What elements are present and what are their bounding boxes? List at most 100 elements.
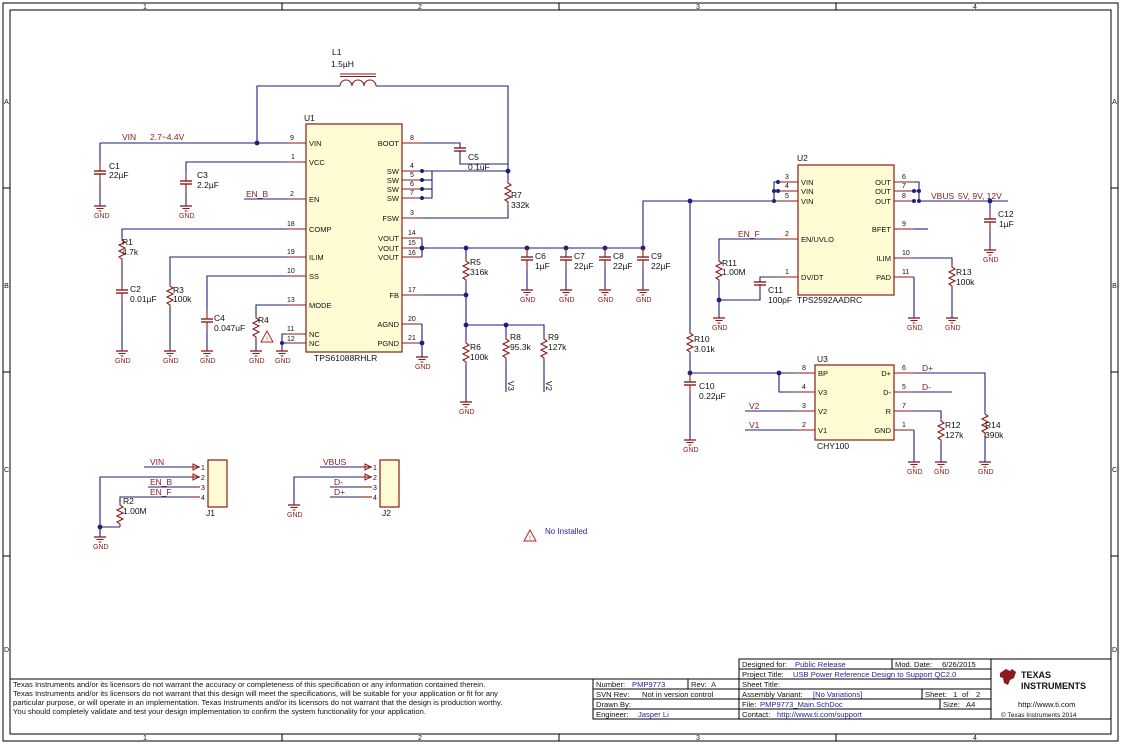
svg-text:R11: R11 — [722, 258, 737, 268]
vin-label: VIN — [122, 132, 136, 142]
svg-text:GND: GND — [200, 358, 216, 365]
svg-text:22µF: 22µF — [613, 261, 633, 271]
capacitor-c5[interactable]: C5 0.1uF — [422, 142, 508, 172]
ic-u3[interactable]: U3 CHY100 8BP 4V3 3V2 2V1 6D+ 5D- 7R 1GN… — [795, 354, 914, 451]
svg-text:J2: J2 — [382, 508, 391, 518]
svg-text:C9: C9 — [651, 251, 662, 261]
svg-text:Assembly Variant:: Assembly Variant: — [742, 690, 803, 699]
r2-ref: R2 — [123, 496, 134, 506]
svg-text:3.01k: 3.01k — [694, 344, 716, 354]
resistor-r3[interactable]: GND R3 100k — [163, 256, 286, 365]
column-label: 3 — [696, 4, 700, 11]
svg-text:V1: V1 — [749, 420, 760, 430]
svg-text:14: 14 — [408, 230, 416, 237]
comp-network[interactable]: GND R1 4.7k C2 0.01µF — [115, 228, 286, 365]
resistor-r12[interactable]: GND R12 127k — [914, 410, 964, 476]
capacitor-c4[interactable]: GND C4 0.047uF — [200, 275, 286, 365]
svg-text:0.1uF: 0.1uF — [468, 162, 490, 172]
svg-text:4: 4 — [201, 495, 205, 502]
row-label: B — [1112, 283, 1117, 290]
resistor-r13[interactable]: GND R13 100k — [914, 257, 975, 332]
svg-text:100k: 100k — [470, 352, 489, 362]
capacitor-c3[interactable]: GND C3 2.2µF — [179, 161, 286, 220]
resistor-r5[interactable]: R5 316k — [462, 248, 489, 295]
resistor-r6[interactable]: GND R6 100k — [459, 339, 489, 416]
en-uvlo-net[interactable]: EN_F GND R11 1.00M — [712, 229, 778, 332]
svg-text:Texas Instruments and/or its l: Texas Instruments and/or its licensors d… — [13, 689, 498, 698]
resistor-r8[interactable]: R8 95.3k V3 — [502, 332, 532, 392]
inductor-l1[interactable]: L1 1.5µH — [331, 47, 377, 87]
svg-text:22µF: 22µF — [651, 261, 671, 271]
capacitor-c10[interactable]: GND C10 0.22µF — [683, 372, 726, 454]
not-installed-legend: No Installed — [523, 527, 587, 543]
svg-text:R7: R7 — [511, 190, 522, 200]
not-installed-label: No Installed — [545, 527, 587, 536]
svg-text:Texas Instruments and/or its l: Texas Instruments and/or its licensors d… — [13, 680, 485, 689]
svg-text:FB: FB — [389, 291, 399, 300]
svg-text:D+: D+ — [922, 363, 933, 373]
svg-text:1: 1 — [902, 422, 906, 429]
resistor-r14[interactable]: GND R14 390k — [978, 410, 1004, 476]
svg-text:R9: R9 — [548, 332, 559, 342]
svg-text:C12: C12 — [998, 209, 1014, 219]
svg-text:VIN: VIN — [801, 187, 814, 196]
ti-logo: TEXAS INSTRUMENTS — [1000, 669, 1086, 691]
u3-v2-v1-nets: V2 V1 — [745, 401, 795, 431]
svg-text:VIN: VIN — [801, 178, 814, 187]
resistor-r10[interactable]: R10 3.01k — [686, 201, 716, 376]
capacitor-c1[interactable]: GND C1 22µF — [93, 161, 129, 220]
svg-text:C6: C6 — [535, 251, 546, 261]
svg-text:R14: R14 — [985, 420, 1001, 430]
vout-bus — [419, 198, 798, 257]
svg-text:22µF: 22µF — [574, 261, 594, 271]
svg-text:100k: 100k — [173, 294, 192, 304]
u3-left-pins: 8BP 4V3 3V2 2V1 — [795, 365, 828, 435]
svg-text:11: 11 — [902, 269, 909, 276]
row-label: C — [4, 467, 9, 474]
svg-text:0.047uF: 0.047uF — [214, 323, 245, 333]
svg-text:BP: BP — [818, 369, 828, 378]
svg-text:Sheet:: Sheet: — [925, 690, 947, 699]
svg-text:R: R — [886, 407, 892, 416]
svg-text:C2: C2 — [130, 284, 141, 294]
svg-text:V1: V1 — [818, 426, 827, 435]
svg-text:12: 12 — [287, 336, 295, 343]
resistor-r4[interactable]: GND R4 — [249, 304, 286, 365]
svg-text:1: 1 — [291, 154, 295, 161]
connector-j1[interactable]: J1 1 2 3 4 — [188, 459, 228, 518]
j2-wires: VBUS GND D- D+ — [287, 457, 360, 519]
disclaimer: Texas Instruments and/or its licensors d… — [10, 678, 593, 716]
svg-text:NC: NC — [309, 339, 320, 348]
svg-text:SW: SW — [387, 194, 400, 203]
svg-text:SW: SW — [387, 176, 400, 185]
svg-text:3: 3 — [802, 403, 806, 410]
svg-text:6: 6 — [902, 365, 906, 372]
svg-text:R4: R4 — [258, 315, 269, 325]
website: http://www.ti.com — [1018, 700, 1075, 709]
svg-text:127k: 127k — [945, 430, 964, 440]
row-label: B — [4, 283, 9, 290]
svg-text:GND: GND — [874, 426, 891, 435]
v2-net-label: V2 — [544, 381, 553, 391]
svg-text:GND: GND — [598, 297, 614, 304]
svg-text:C10: C10 — [699, 381, 715, 391]
svg-text:Not in version control: Not in version control — [642, 690, 714, 699]
connector-j2[interactable]: J2 1 2 3 4 — [360, 459, 400, 518]
resistor-r7[interactable]: R7 332k — [422, 179, 530, 219]
capacitor-c12[interactable]: GND C12 1µF — [983, 201, 1014, 264]
svg-text:AGND: AGND — [377, 320, 399, 329]
svg-text:GND: GND — [459, 409, 475, 416]
svg-text:10: 10 — [902, 250, 910, 257]
l1-value: 1.5µH — [331, 59, 354, 69]
fb-net — [422, 292, 545, 340]
svg-text:R3: R3 — [173, 285, 184, 295]
capacitor-c11[interactable]: C11 100pF — [719, 276, 792, 305]
resistor-r9[interactable]: R9 127k V2 — [540, 332, 567, 392]
svg-text:1µF: 1µF — [999, 219, 1014, 229]
svg-text:COMP: COMP — [309, 225, 332, 234]
